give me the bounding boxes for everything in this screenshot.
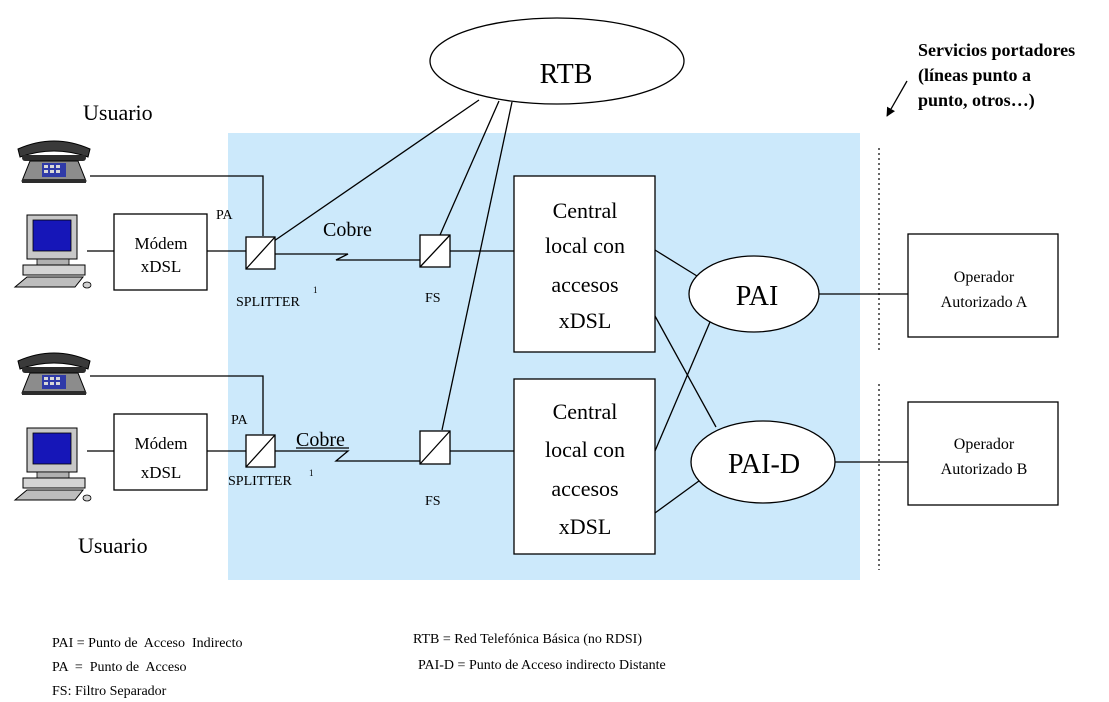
link-central-top-paid — [654, 315, 717, 428]
cobre-label-top: Cobre — [323, 219, 372, 241]
rtb-link-bottom-fs — [441, 101, 513, 431]
central-bottom-line3: accesos — [551, 476, 618, 501]
operator-b-line1: Operador — [954, 436, 1015, 453]
rtb-link-top-fs — [439, 100, 500, 236]
modem-top-line1: Módem — [135, 234, 188, 253]
phone-line-top — [90, 175, 264, 236]
central-top-line3: accesos — [551, 272, 618, 297]
pa-label-top: PA — [216, 208, 234, 223]
legend-pai-d: PAI-D = Punto de Acceso indirecto Distan… — [418, 658, 666, 673]
splitter-bottom-sup: 1 — [309, 468, 314, 478]
central-top-line1: Central — [553, 198, 618, 223]
splitter-bottom-label: SPLITTER — [228, 474, 292, 489]
servicios-arrow — [886, 80, 908, 117]
legend-pai: PAI = Punto de Acceso Indirecto — [52, 636, 243, 651]
computer-icon — [14, 214, 92, 289]
splitter-bottom-diagonal — [245, 434, 276, 468]
fs-top-diagonal — [419, 234, 451, 268]
operator-a-box[interactable] — [907, 233, 1059, 338]
pai-d-label: PAI-D — [728, 449, 800, 480]
pai-label: PAI — [736, 281, 779, 312]
copper-line-bottom — [275, 450, 420, 462]
modem-bottom-line2: xDSL — [141, 463, 182, 482]
servicios-line1: Servicios portadores — [918, 40, 1075, 60]
central-office-top[interactable] — [513, 175, 656, 353]
operator-a-line2: Autorizado A — [941, 294, 1028, 311]
splitter-top-label: SPLITTER — [236, 295, 300, 310]
operator-b-box[interactable] — [907, 401, 1059, 506]
modem-top-line2: xDSL — [141, 257, 182, 276]
modem-bottom-line1: Módem — [135, 434, 188, 453]
user-bottom-label: Usuario — [78, 533, 148, 558]
copper-line-top — [275, 253, 420, 261]
splitter-top-sup: 1 — [313, 285, 318, 295]
central-bottom-line4: xDSL — [559, 514, 612, 539]
legend-pa: PA = Punto de Acceso — [52, 660, 187, 675]
central-bottom-line2: local con — [545, 437, 625, 462]
rtb-ellipse[interactable] — [429, 17, 685, 105]
user-top-label: Usuario — [83, 100, 153, 125]
central-top-line4: xDSL — [559, 308, 612, 333]
servicios-line3: punto, otros…) — [918, 90, 1035, 111]
legend-rtb: RTB = Red Telefónica Básica (no RDSI) — [413, 632, 642, 647]
computer-icon — [14, 427, 92, 502]
rtb-link-top-left — [257, 99, 480, 253]
operator-a-line1: Operador — [954, 269, 1015, 286]
servicios-line2: (líneas punto a — [918, 65, 1031, 86]
central-top-line2: local con — [545, 233, 625, 258]
link-central-bottom-paid — [654, 477, 704, 514]
legend-fs: FS: Filtro Separador — [52, 684, 167, 699]
telephone-icon — [17, 352, 91, 396]
telephone-icon — [17, 140, 91, 184]
pa-label-bottom: PA — [231, 413, 249, 428]
modem-box-top[interactable] — [113, 213, 208, 291]
modem-box-bottom[interactable] — [113, 413, 208, 491]
splitter-top-diagonal — [245, 236, 276, 270]
central-office-bottom[interactable] — [513, 378, 656, 555]
fs-bottom-label: FS — [425, 494, 441, 509]
rtb-label: RTB — [540, 59, 593, 90]
fs-bottom-diagonal — [419, 430, 451, 465]
link-central-bottom-pai — [654, 321, 711, 452]
central-bottom-line1: Central — [553, 399, 618, 424]
fs-top-label: FS — [425, 291, 441, 306]
operator-b-line2: Autorizado B — [941, 461, 1028, 478]
phone-line-bottom — [90, 375, 264, 434]
link-central-top-pai — [654, 249, 698, 277]
cobre-label-bottom: Cobre — [296, 429, 345, 451]
